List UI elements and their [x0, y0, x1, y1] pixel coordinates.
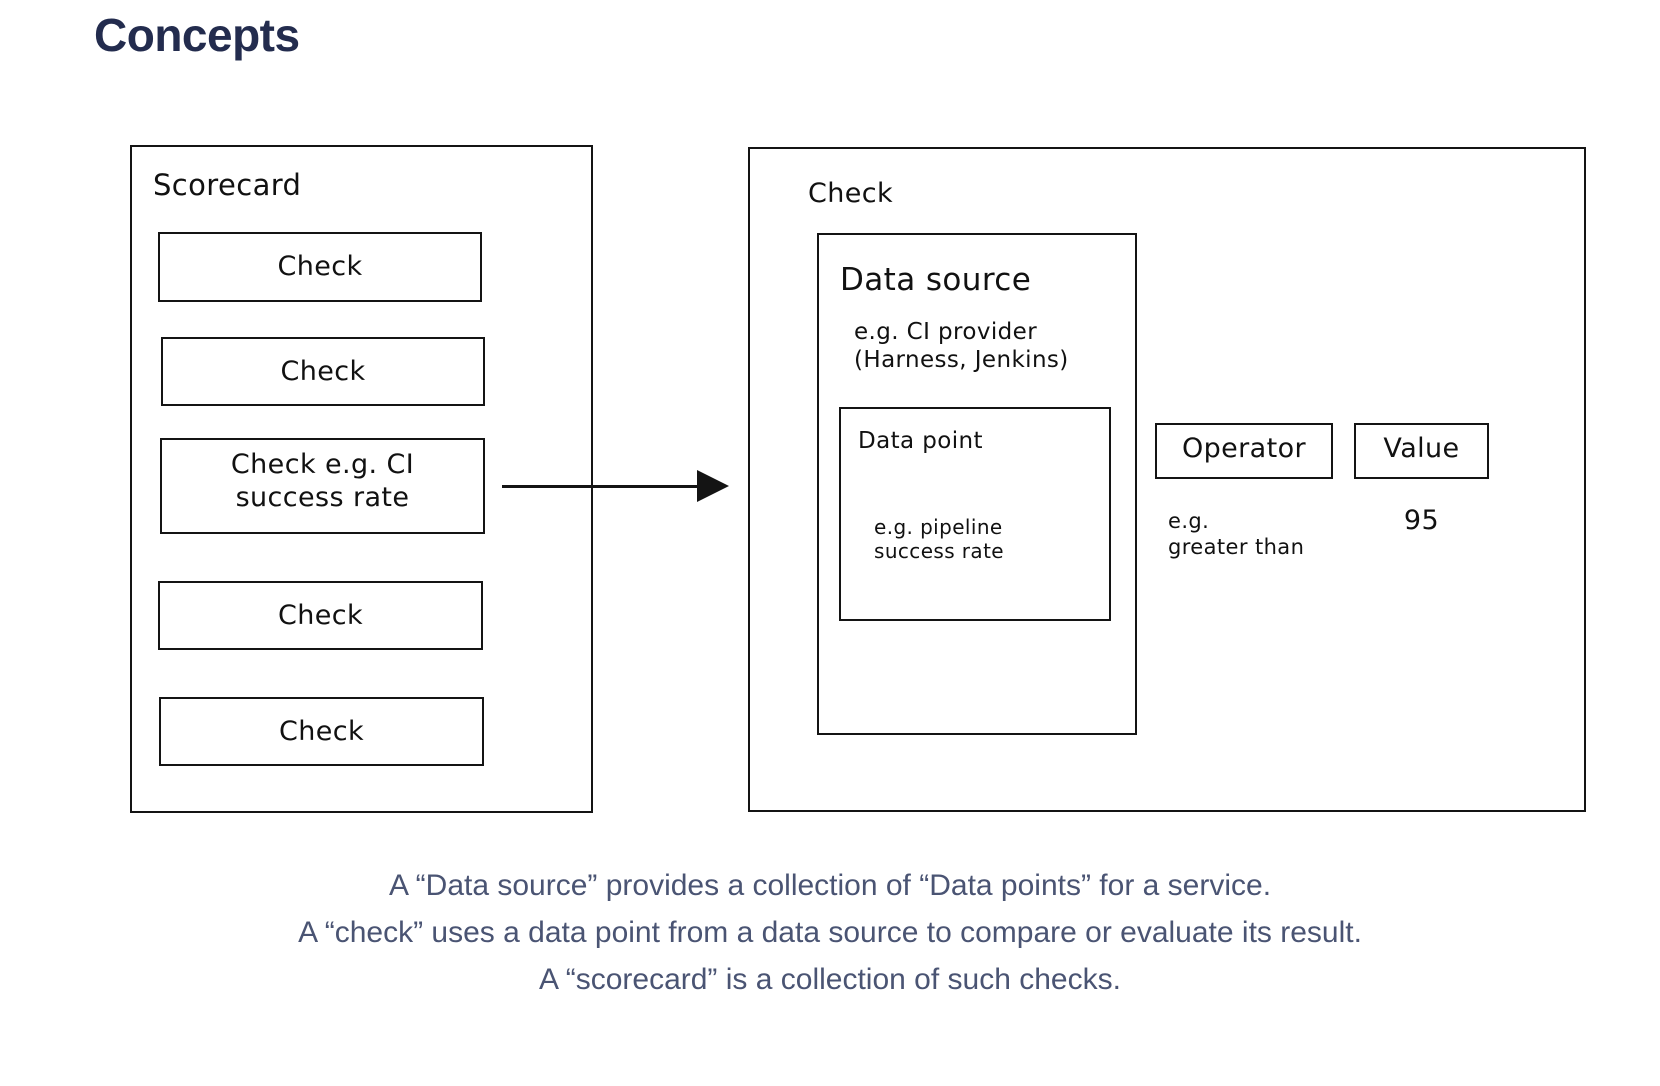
value-note: 95 — [1403, 505, 1440, 536]
scorecard-check-item-4-label: Check — [277, 600, 364, 631]
scorecard-check-item-5[interactable] — [159, 697, 484, 766]
scorecard-check-item-5-label: Check — [278, 716, 365, 747]
operator-note: e.g. greater than — [1168, 509, 1305, 559]
arrow-shaft-icon — [502, 485, 700, 488]
scorecard-panel — [130, 145, 593, 813]
caption-line-3: A “scorecard” is a collection of such ch… — [539, 963, 1121, 996]
scorecard-check-item-2-label: Check — [280, 356, 366, 387]
concepts-diagram: Scorecard Check Check Check e.g. CI succ… — [130, 145, 1586, 813]
caption-line-2: A “check” uses a data point from a data … — [298, 916, 1362, 949]
scorecard-check-item-3[interactable] — [160, 438, 485, 534]
value-label: Value — [1383, 433, 1460, 464]
scorecard-check-item-2[interactable] — [161, 337, 485, 406]
scorecard-check-item-1[interactable] — [158, 232, 482, 302]
value-box — [1354, 423, 1489, 479]
page-title: Concepts — [94, 9, 300, 61]
data-point-title: Data point — [858, 428, 983, 454]
data-source-box — [817, 233, 1137, 735]
scorecard-check-item-4[interactable] — [158, 581, 483, 650]
scorecard-panel-title: Scorecard — [153, 168, 302, 202]
data-source-note: e.g. CI provider (Harness, Jenkins) — [854, 319, 1069, 374]
scorecard-check-item-3-label: Check e.g. CI success rate — [230, 449, 415, 513]
data-point-note: e.g. pipeline success rate — [874, 515, 1005, 564]
check-panel-title: Check — [808, 178, 894, 209]
scorecard-check-item-1-label: Check — [277, 251, 363, 282]
operator-label: Operator — [1181, 433, 1307, 464]
arrow-head-icon — [697, 470, 729, 502]
caption-line-1: A “Data source” provides a collection of… — [388, 869, 1272, 902]
data-source-title: Data source — [840, 262, 1032, 298]
operator-box — [1155, 423, 1333, 479]
check-panel — [748, 147, 1586, 812]
data-point-box — [839, 407, 1111, 621]
caption: A “Data source” provides a collection of… — [0, 862, 1660, 1003]
